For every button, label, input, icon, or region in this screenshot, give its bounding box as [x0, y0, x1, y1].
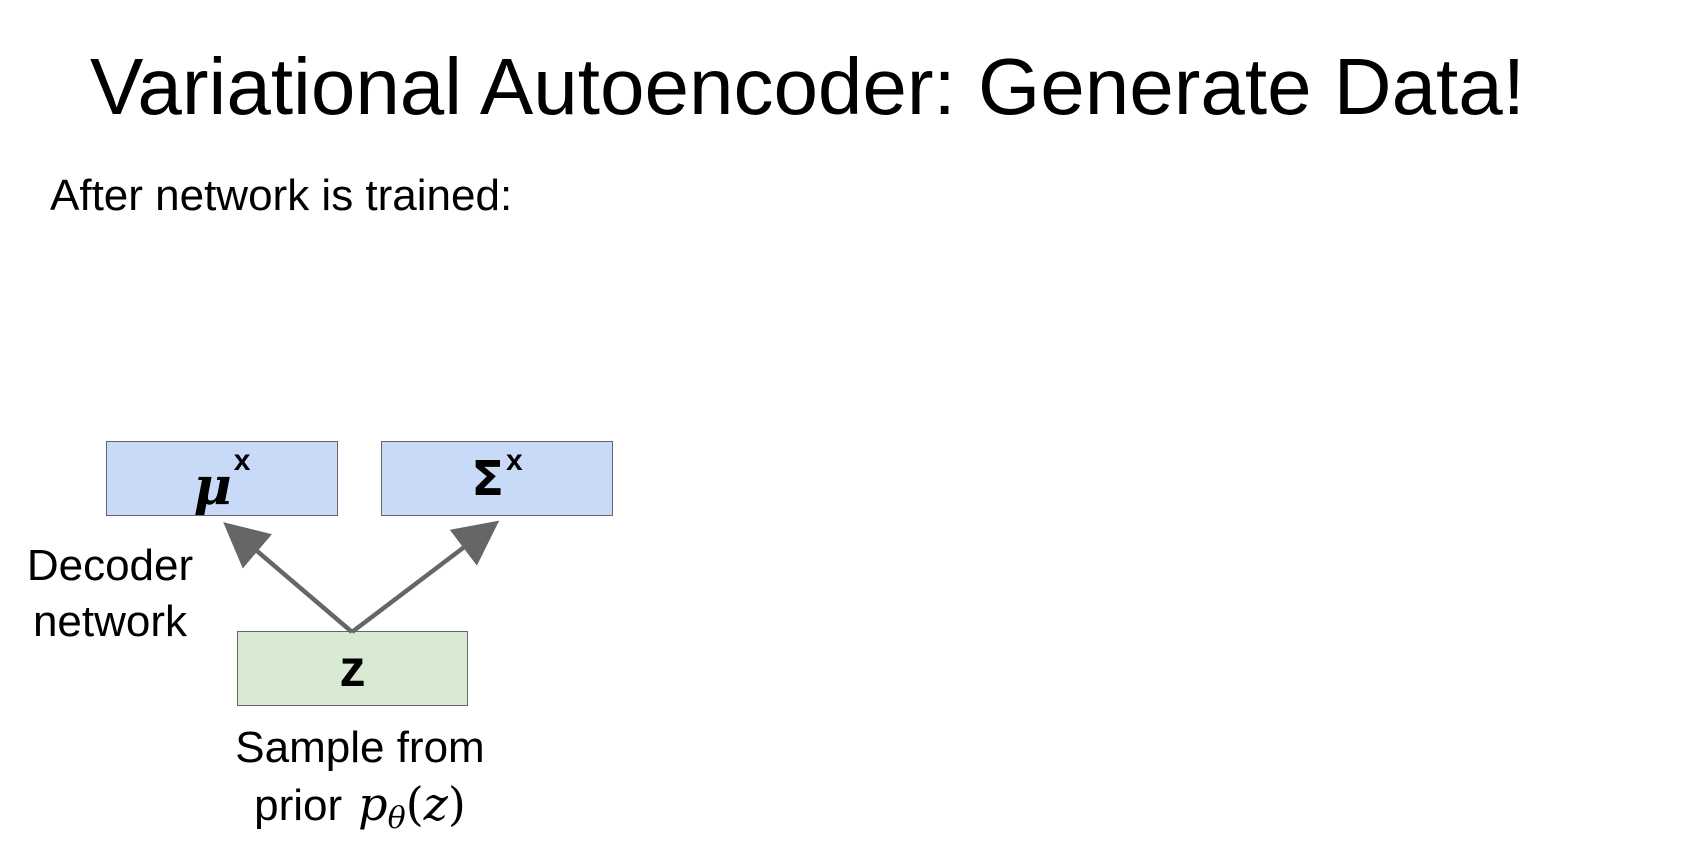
formula-theta: θ — [387, 801, 406, 836]
mu-symbol: μ — [193, 456, 232, 517]
formula-open-paren: ( — [405, 777, 424, 831]
decoder-label-line2: network — [32, 597, 188, 646]
prior-word: prior — [254, 781, 343, 830]
arrow-to-mu — [223, 522, 354, 634]
formula-close-paren: ) — [447, 777, 466, 831]
slide-title: Variational Autoencoder: Generate Data! — [90, 42, 1525, 131]
decoder-network-label: Decoder network — [10, 538, 210, 650]
formula-z: z — [423, 777, 448, 831]
sample-label-line1: Sample from — [235, 723, 485, 772]
sigma-superscript: x — [506, 443, 523, 477]
z-label: z — [339, 639, 366, 698]
mu-superscript: x — [233, 443, 251, 477]
formula-p: p — [358, 777, 388, 831]
sigma-symbol: Σ — [471, 450, 505, 507]
arrow-to-sigma — [350, 520, 500, 634]
z-box: z — [237, 631, 468, 706]
subtitle: After network is trained: — [50, 171, 513, 220]
prior-formula: pθ(z) — [358, 777, 466, 836]
decoder-label-line1: Decoder — [26, 541, 194, 590]
